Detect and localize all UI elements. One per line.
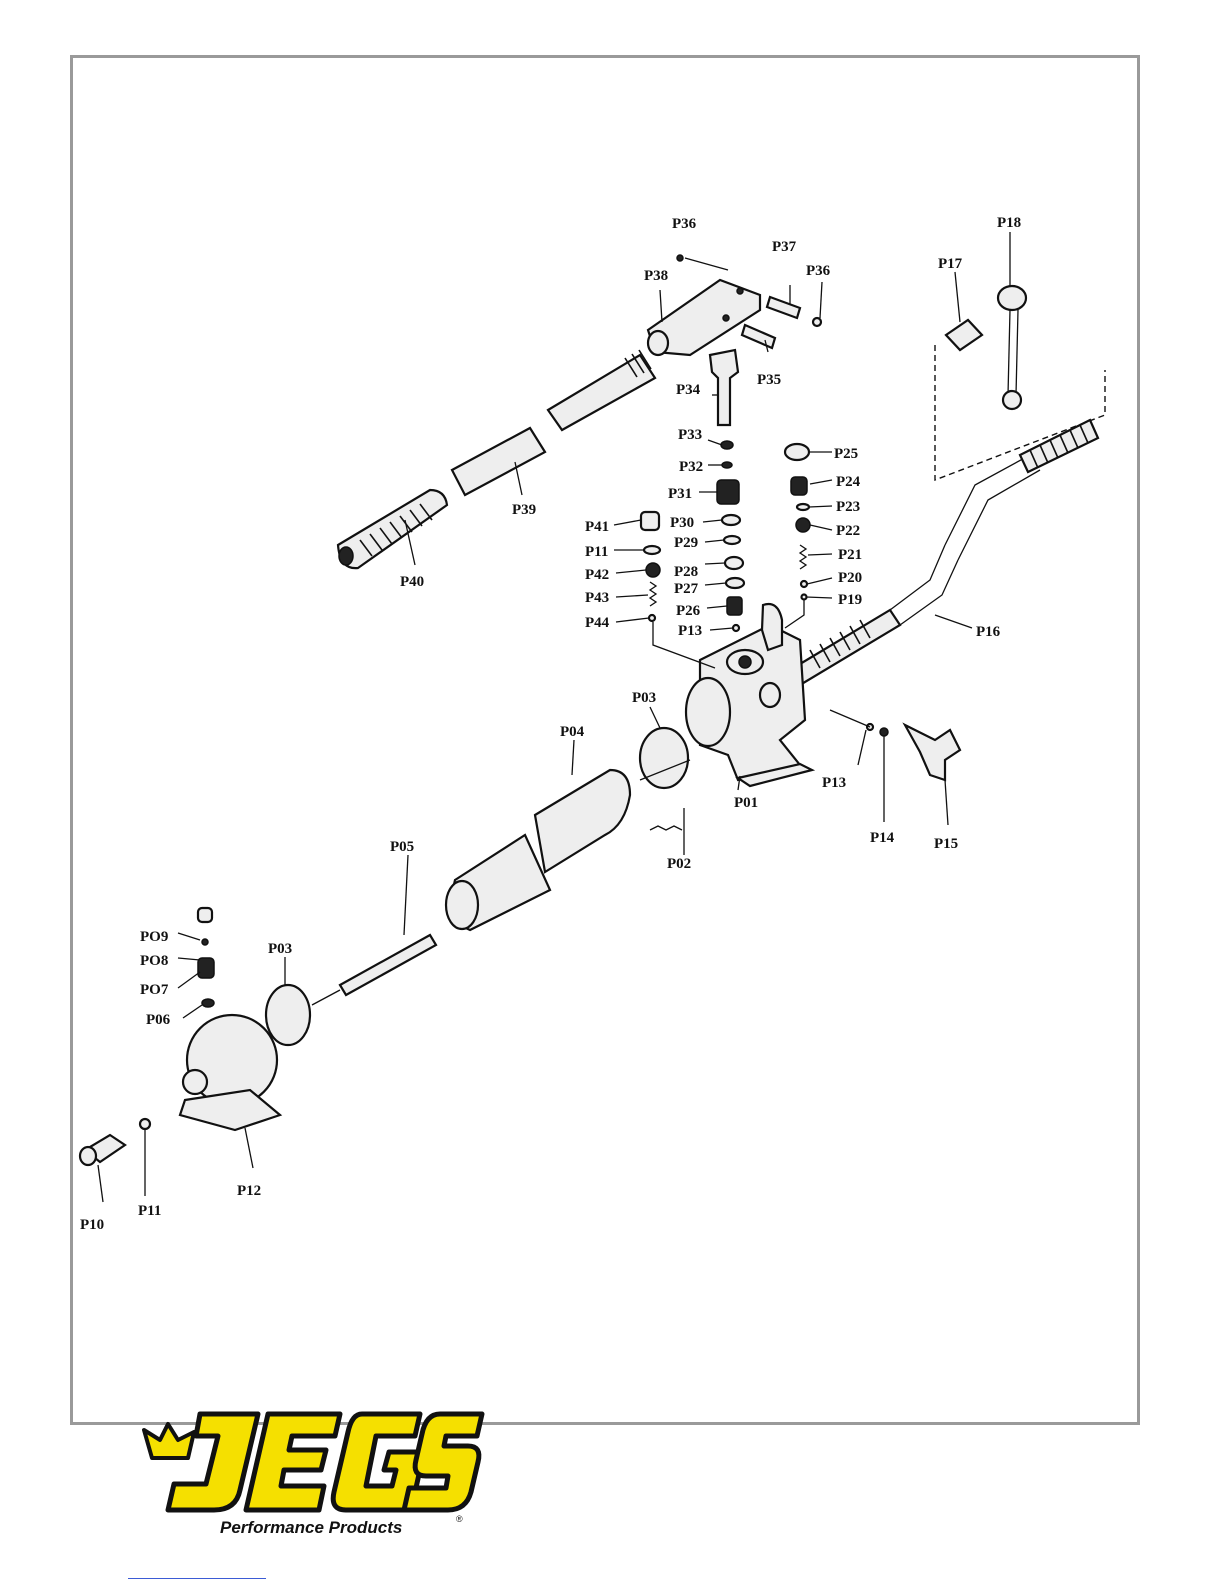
label-p41: P41 [585, 519, 609, 535]
label-p06: P06 [146, 1012, 171, 1028]
label-p28: P28 [674, 564, 698, 580]
label-p12: P12 [237, 1183, 261, 1199]
label-p31: P31 [668, 486, 692, 502]
registered-mark: ® [456, 1514, 463, 1524]
label-p42: P42 [585, 567, 609, 583]
label-p11b: P11 [138, 1203, 161, 1219]
label-p44: P44 [585, 615, 610, 631]
label-p11a: P11 [585, 544, 608, 560]
label-p36a: P36 [672, 216, 697, 232]
label-p30: P30 [670, 515, 694, 531]
label-p16: P16 [976, 624, 1001, 640]
logo-tagline: Performance Products [220, 1518, 402, 1538]
label-p38: P38 [644, 268, 668, 284]
label-p02: P02 [667, 856, 691, 872]
label-p40: P40 [400, 574, 424, 590]
label-p36b: P36 [806, 263, 831, 279]
label-p21: P21 [838, 547, 862, 563]
label-p25: P25 [834, 446, 858, 462]
label-p23: P23 [836, 499, 860, 515]
label-p03a: P03 [632, 690, 656, 706]
label-p10: P10 [80, 1217, 104, 1233]
label-p37: P37 [772, 239, 797, 255]
label-p43: P43 [585, 590, 609, 606]
exploded-parts-diagram: P36 P36 P37 P38 P35 P34 P33 P32 P31 P30 … [0, 0, 1225, 1420]
release-knob [905, 725, 960, 780]
label-p29: P29 [674, 535, 698, 551]
label-p01: P01 [734, 795, 758, 811]
label-p04: P04 [560, 724, 585, 740]
label-p13a: P13 [678, 623, 702, 639]
label-p18: P18 [997, 215, 1021, 231]
label-p13b: P13 [822, 775, 846, 791]
label-p35: P35 [757, 372, 781, 388]
label-p32: P32 [679, 459, 703, 475]
pump-body [686, 604, 812, 786]
cylinder-upper [535, 770, 630, 872]
label-p34: P34 [676, 382, 701, 398]
label-p15: P15 [934, 836, 958, 852]
label-p03b: P03 [268, 941, 292, 957]
label-p39: P39 [512, 502, 536, 518]
reservoir-base [180, 1015, 280, 1130]
spring-p02 [650, 826, 682, 830]
label-p14: P14 [870, 830, 895, 846]
seal-ring-upper [640, 728, 688, 788]
crown-icon [144, 1424, 194, 1458]
fill-plug [198, 908, 212, 922]
label-p17: P17 [938, 256, 963, 272]
handle-assembly [338, 255, 821, 568]
label-p08: PO8 [140, 953, 168, 969]
label-p09: PO9 [140, 929, 168, 945]
label-p26: P26 [676, 603, 701, 619]
label-p27: P27 [674, 581, 699, 597]
label-p24: P24 [836, 474, 861, 490]
label-p19: P19 [838, 592, 862, 608]
valve-stack [641, 441, 810, 631]
footer-link-underline [128, 1578, 266, 1579]
label-p33: P33 [678, 427, 702, 443]
label-p05: P05 [390, 839, 414, 855]
label-p22: P22 [836, 523, 860, 539]
label-p07: PO7 [140, 982, 169, 998]
label-p20: P20 [838, 570, 862, 586]
seal-ring-lower [266, 985, 310, 1045]
piston-rod [340, 935, 436, 995]
